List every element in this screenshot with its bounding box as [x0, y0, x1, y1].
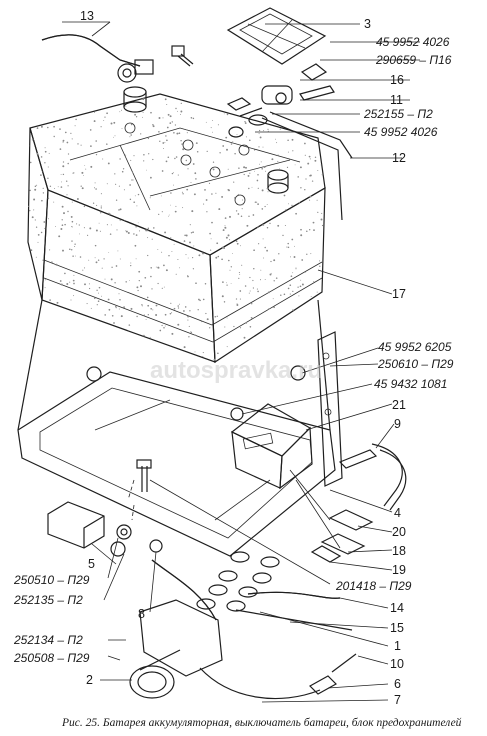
callout-252135: 252135 – П2 — [13, 593, 83, 607]
figure-caption: Рис. 25. Батарея аккумуляторная, выключа… — [61, 716, 462, 729]
callout-4594321081: 45 9432 1081 — [374, 377, 447, 391]
callout-1: 1 — [394, 639, 401, 653]
callout-19: 19 — [392, 563, 406, 577]
cable-positive — [41, 34, 154, 83]
battery-switch — [129, 559, 357, 700]
watermark: autospravka.ru — [150, 357, 322, 384]
callout-16: 16 — [390, 73, 404, 87]
callout-11: 11 — [390, 93, 403, 107]
callout-20: 20 — [392, 525, 406, 539]
callout-18: 18 — [392, 544, 406, 558]
contact-plates — [289, 469, 374, 563]
callout-13: 13 — [80, 9, 94, 23]
callout-252155: 252155 – П2 — [363, 107, 433, 121]
callout-14: 14 — [390, 601, 404, 615]
callout-250610: 250610 – П29 — [377, 357, 454, 371]
callout-201418: 201418 – П29 — [335, 579, 412, 593]
clamp-hardware — [226, 63, 353, 221]
callout-21: 21 — [392, 398, 406, 412]
callout-3: 3 — [364, 17, 371, 31]
callout-4599524026-top: 45 9952 4026 — [376, 35, 450, 49]
callout-10: 10 — [390, 657, 404, 671]
fuse-block — [230, 403, 313, 490]
washer-stack — [196, 551, 353, 631]
battery-tray — [17, 299, 343, 557]
callout-15: 15 — [390, 621, 404, 635]
mounting-bracket — [47, 501, 163, 557]
callout-250510: 250510 – П29 — [13, 573, 90, 587]
callout-4: 4 — [394, 506, 401, 520]
callout-6: 6 — [394, 677, 401, 691]
terminal-bolt — [171, 45, 194, 67]
callout-2: 2 — [86, 673, 93, 687]
callout-8: 8 — [138, 607, 145, 621]
strap-clamp — [338, 443, 407, 511]
callout-7: 7 — [394, 693, 401, 707]
callout-5: 5 — [88, 557, 95, 571]
callout-4599524026-mid: 45 9952 4026 — [364, 125, 438, 139]
leader-lines — [62, 21, 420, 703]
callout-9: 9 — [394, 417, 401, 431]
callout-4599526205: 45 9952 6205 — [378, 340, 452, 354]
battery-texture — [28, 98, 324, 361]
callout-290659: 290659 – П16 — [375, 53, 452, 67]
callout-17: 17 — [392, 287, 406, 301]
terminal-cover — [226, 7, 327, 65]
callout-252134: 252134 – П2 — [13, 633, 83, 647]
callout-labels: 13 3 45 9952 4026 290659 – П16 16 11 252… — [13, 9, 454, 707]
callout-250508: 250508 – П29 — [13, 651, 90, 665]
battery-body — [27, 86, 326, 364]
callout-12: 12 — [392, 151, 406, 165]
